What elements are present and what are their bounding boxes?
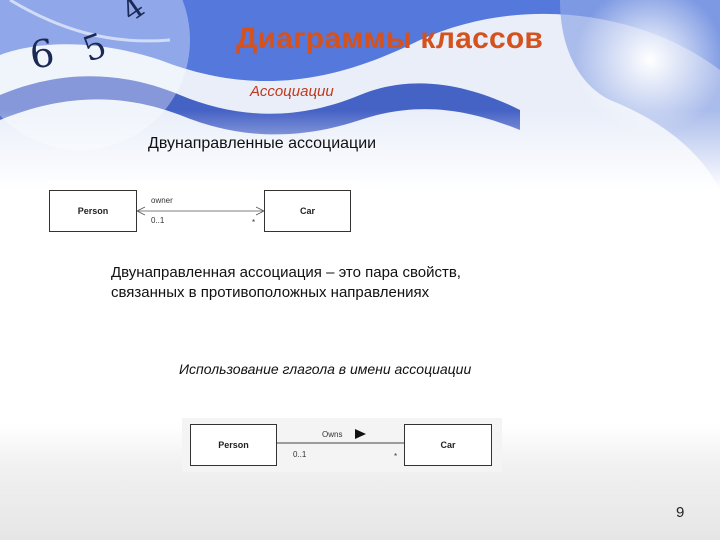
section-heading: Двунаправленные ассоциации	[148, 135, 377, 152]
association-line	[277, 429, 404, 444]
multiplicity-left: 0..1	[151, 216, 165, 225]
class-box-car: Car	[404, 424, 492, 466]
class-name: Car	[440, 440, 456, 450]
slide-title: Диаграммы классов	[236, 22, 544, 55]
slide-subtitle: Ассоциации	[250, 83, 334, 100]
multiplicity-right: *	[252, 218, 256, 227]
multiplicity-right: *	[394, 452, 398, 461]
class-name: Person	[218, 440, 249, 450]
multiplicity-left: 0..1	[293, 450, 307, 459]
role-label: owner	[151, 196, 173, 205]
verb-association-diagram: Person Car Owns 0..1 *	[182, 418, 502, 472]
class-box-car: Car	[264, 190, 351, 232]
description-line: связанных в противоположных направлениях	[111, 284, 430, 301]
verb-note: Использование глагола в имени ассоциации	[179, 361, 472, 377]
class-name: Car	[299, 206, 315, 216]
bidirectional-association-diagram: Person Car owner 0..1 *	[47, 180, 360, 236]
class-name: Person	[77, 206, 109, 216]
class-box-person: Person	[49, 190, 137, 232]
clock-background: 6 5 4	[0, 0, 720, 190]
association-name: Owns	[322, 430, 343, 439]
description-line: Двунаправленная ассоциация – это пара св…	[111, 264, 461, 281]
clock-background-art	[0, 0, 720, 190]
description: Двунаправленная ассоциация – это пара св…	[111, 263, 581, 303]
class-box-person: Person	[190, 424, 277, 466]
page-number: 9	[676, 504, 685, 521]
